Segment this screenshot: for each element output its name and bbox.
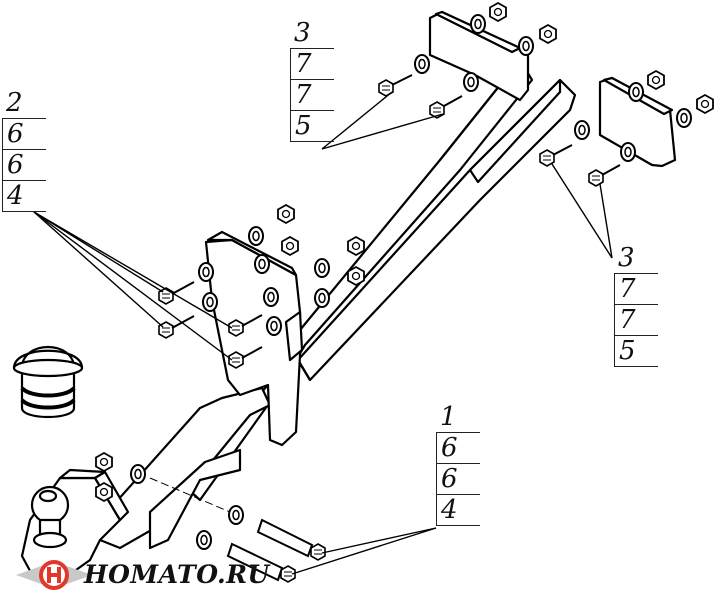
callout-cell: 7 [290,49,334,80]
nut-icon [95,482,113,502]
nut-icon [489,2,507,22]
nut-icon [95,452,113,472]
callout-cell: 6 [436,433,480,464]
tow-ball [30,485,70,549]
nut-icon [347,266,365,286]
right-side-beam [296,78,577,382]
callout-cell: 1 [436,402,480,433]
callout-right: 3 7 7 5 [614,243,658,367]
nut-icon [277,204,295,224]
callout-cell: 7 [290,80,334,111]
nut-icon [347,236,365,256]
nut-icon [696,94,714,114]
callout-cell: 5 [614,336,658,367]
fasteners [95,2,714,583]
callout-cell: 4 [436,495,480,526]
winged-h-emblem-icon [16,560,92,590]
bolt-icon [539,149,555,167]
callout-cell: 2 [2,88,46,119]
callout-cell: 4 [2,181,46,212]
callout-cell: 6 [436,464,480,495]
callout-cell: 3 [290,18,334,49]
nut-icon [647,70,665,90]
nut-icon [281,236,299,256]
callout-top: 3 7 7 5 [290,18,334,142]
leader-lines [33,91,613,575]
callout-cell: 7 [614,305,658,336]
logo-text[interactable]: HOMATO.RU [84,560,270,589]
callout-cell: 7 [614,274,658,305]
callout-cell: 5 [290,111,334,142]
callout-bottom: 1 6 6 4 [436,402,480,526]
bolt-icon [588,169,604,187]
lower-crossbar [98,386,272,550]
ball-cap [12,346,84,418]
callout-left: 2 6 6 4 [2,88,46,212]
nut-icon [539,24,557,44]
callout-cell: 3 [614,243,658,274]
bolt-icon [310,543,326,561]
callout-cell: 6 [2,119,46,150]
callout-cell: 6 [2,150,46,181]
